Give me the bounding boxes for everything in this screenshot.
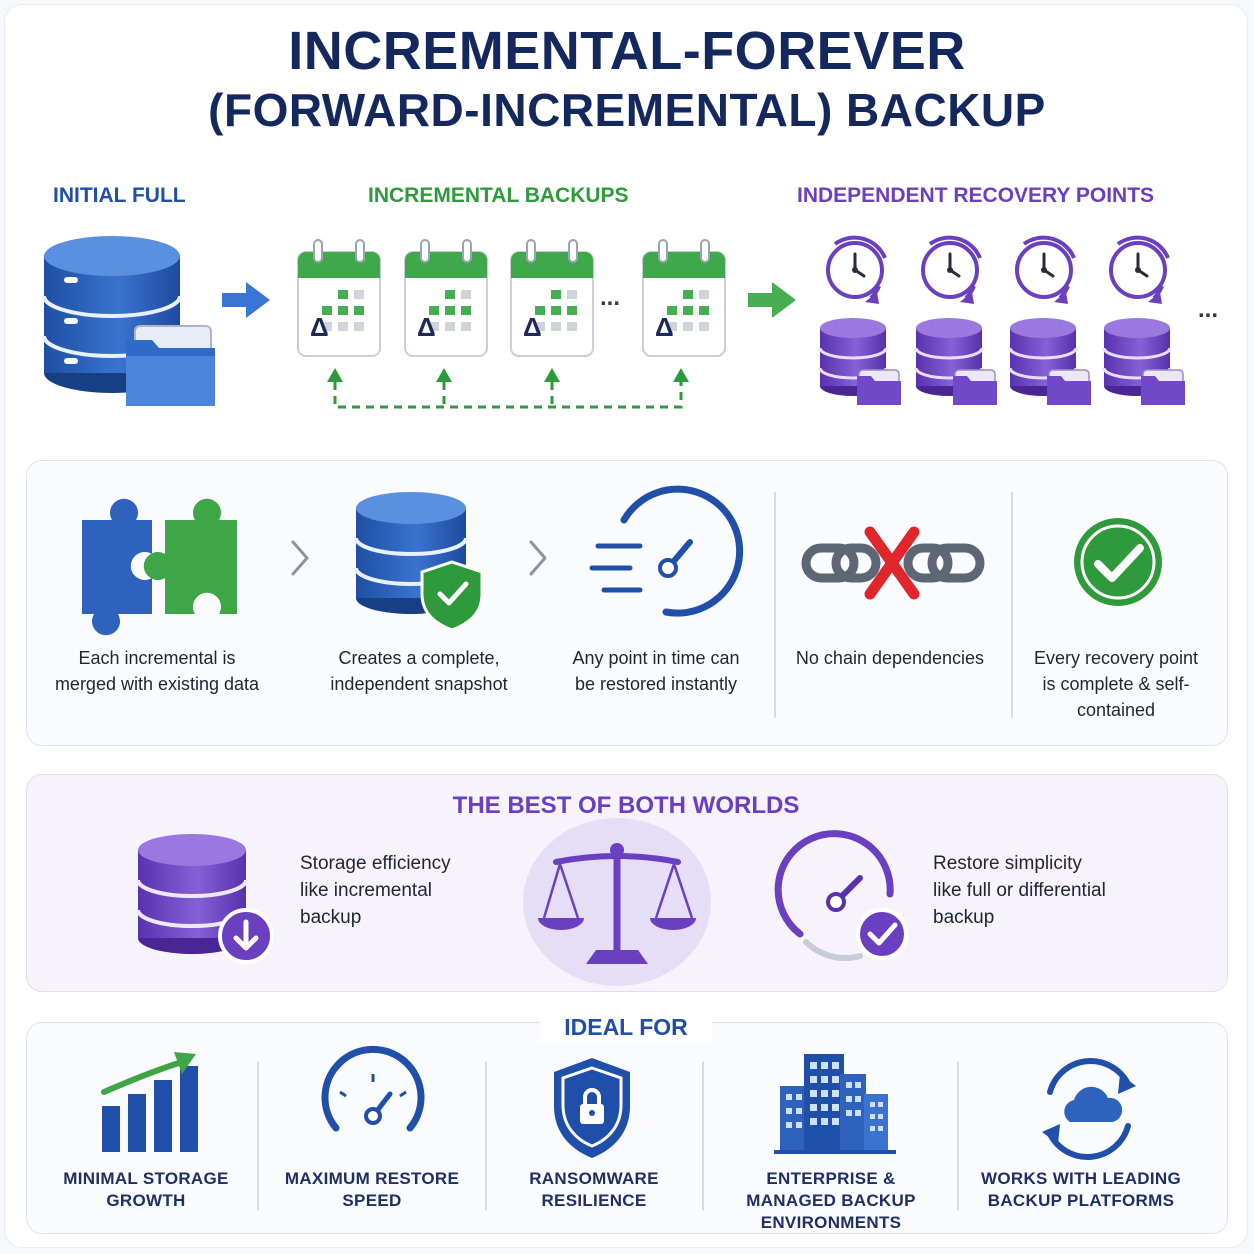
ellipsis: ... <box>600 284 621 311</box>
page-title-line-2: (FORWARD-INCREMENTAL) BACKUP <box>208 84 1046 136</box>
ideal-for-title: IDEAL FOR <box>564 1014 688 1040</box>
backup-flow-diagram <box>42 235 1187 409</box>
balance-scale-icon <box>523 818 711 986</box>
cloud-sync-icon <box>1042 1058 1136 1160</box>
shield-lock-icon <box>554 1058 630 1158</box>
incremental-backups-label: INCREMENTAL BACKUPS <box>368 184 629 207</box>
up-arrow-icon <box>327 368 689 382</box>
merge-loop-line <box>333 382 683 409</box>
check-circle-icon <box>1074 518 1162 606</box>
growth-chart-icon <box>101 1052 198 1152</box>
ideal-for-icons <box>101 1045 1136 1210</box>
database-shield-icon <box>354 492 484 632</box>
process-steps-icons <box>82 485 1162 718</box>
arrow-right-icon <box>748 282 796 318</box>
ideal-item-label: MAXIMUM RESTORE SPEED <box>284 1169 460 1210</box>
delta-symbol: Δ <box>310 312 329 342</box>
broken-chain-icon <box>801 543 985 583</box>
step-text: Any point in time can be restored instan… <box>572 648 740 694</box>
buildings-icon <box>774 1054 896 1154</box>
recovery-point-database-icon <box>914 316 999 407</box>
recovery-point-database-icon <box>1008 316 1093 407</box>
ideal-for-title-backdrop <box>540 1012 712 1042</box>
best-right-text: Restore simplicity like full or differen… <box>933 853 1106 928</box>
ideal-for-panel <box>26 1022 1228 1234</box>
folder-icon <box>126 325 215 406</box>
gauge-check-icon <box>774 830 908 961</box>
recovery-point-database-icon <box>1102 316 1187 407</box>
red-x-icon <box>864 526 920 600</box>
clock-icon <box>826 235 887 306</box>
delta-symbol: Δ <box>417 312 436 342</box>
ideal-item-label: WORKS WITH LEADING BACKUP PLATFORMS <box>981 1169 1181 1210</box>
gauge-icon <box>321 1045 425 1132</box>
best-of-both-title: THE BEST OF BOTH WORLDS <box>452 792 800 819</box>
chevron-right-icon <box>291 540 309 576</box>
recovery-point-database-icon <box>818 316 903 407</box>
ideal-item-label: RANSOMWARE RESILIENCE <box>529 1169 659 1210</box>
clock-icon <box>1109 235 1170 306</box>
clock-icon <box>921 235 982 306</box>
step-text: No chain dependencies <box>795 648 985 668</box>
delta-symbol: Δ <box>655 312 674 342</box>
chevron-right-icon <box>529 540 547 576</box>
page-title-line-1: INCREMENTAL-FOREVER <box>288 21 966 81</box>
step-text: Each incremental is merged with existing… <box>54 648 260 694</box>
initial-full-label: INITIAL FULL <box>53 184 186 207</box>
arrow-right-icon <box>222 282 270 318</box>
step-text: Creates a complete, independent snapshot <box>330 648 508 694</box>
puzzle-icon <box>82 498 237 636</box>
ideal-item-label: ENTERPRISE & MANAGED BACKUP ENVIRONMENTS <box>746 1169 916 1232</box>
step-text: Every recovery point is complete & self-… <box>1033 648 1199 720</box>
best-of-both-icons <box>136 818 908 986</box>
best-left-text: Storage efficiency like incremental back… <box>300 853 451 928</box>
ideal-item-label: MINIMAL STORAGE GROWTH <box>63 1169 229 1210</box>
speedometer-icon <box>589 485 744 617</box>
recovery-points-label: INDEPENDENT RECOVERY POINTS <box>797 184 1155 207</box>
delta-symbol: Δ <box>523 312 542 342</box>
clock-icon <box>1015 235 1076 306</box>
database-download-icon <box>136 834 274 964</box>
ellipsis: ... <box>1198 296 1219 323</box>
